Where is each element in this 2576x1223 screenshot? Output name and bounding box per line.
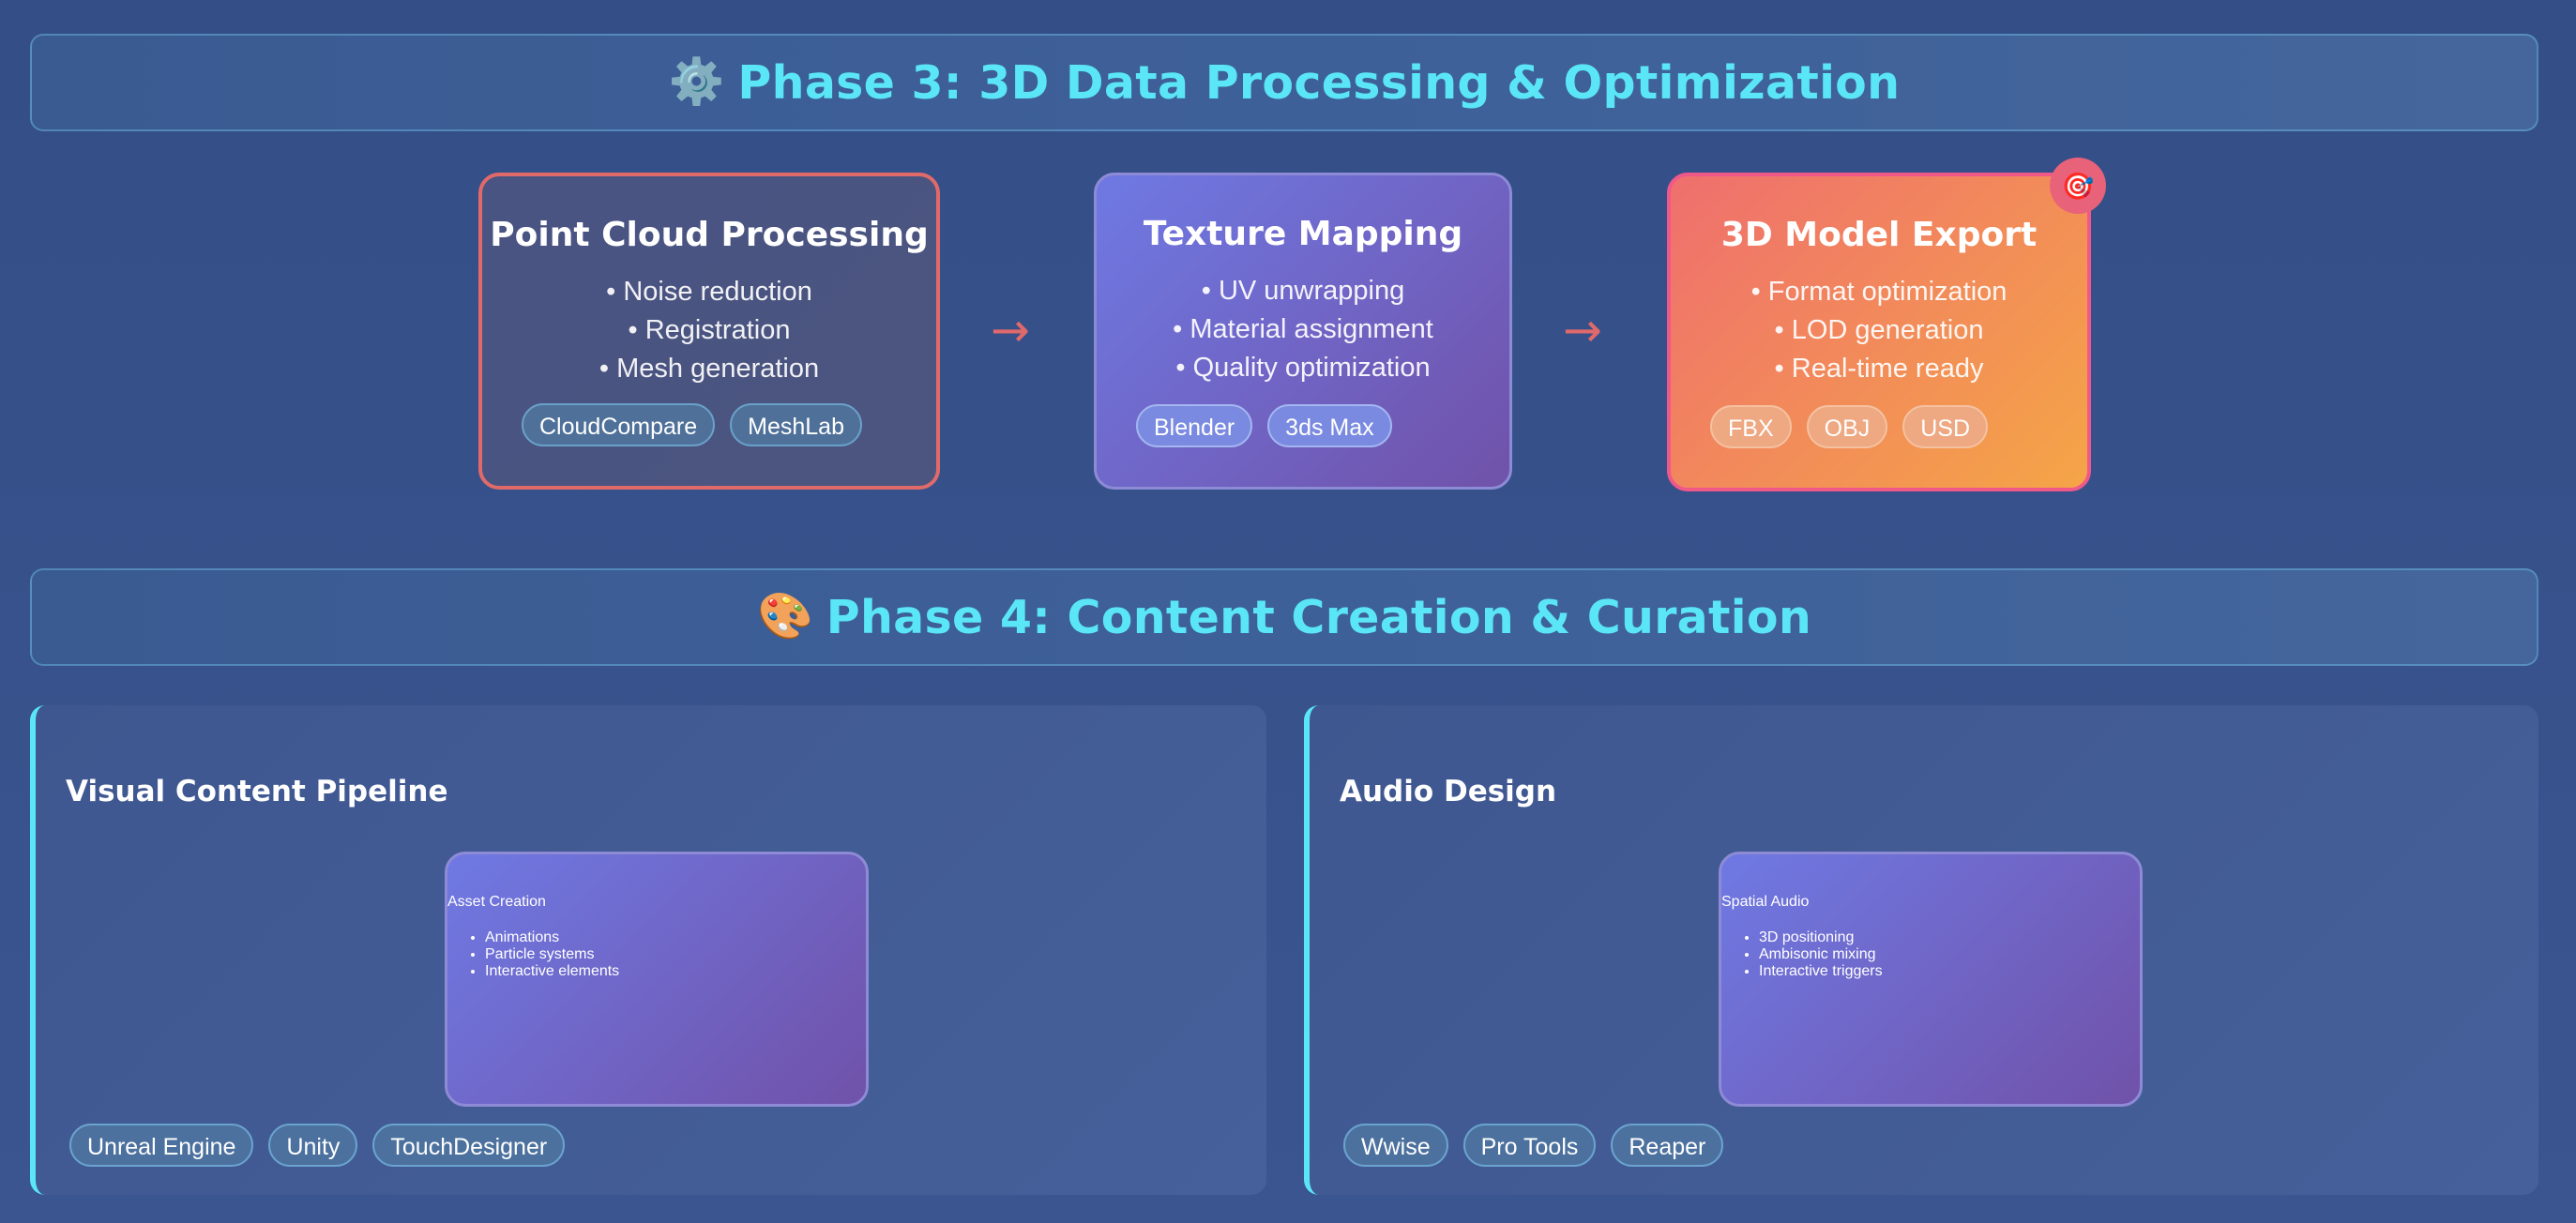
panel-title: Audio Design (1340, 775, 1557, 808)
list-item: UV unwrapping (1097, 272, 1509, 310)
arrow-right-icon: → (991, 303, 1030, 357)
tool-tag-meshlab[interactable]: MeshLab (730, 403, 862, 446)
tool-tags: Unreal Engine Unity TouchDesigner (69, 1124, 566, 1167)
palette-icon: 🎨 (756, 592, 813, 642)
list-item: Registration (482, 311, 936, 350)
point-cloud-processing-card: Point Cloud Processing Noise reduction R… (478, 173, 940, 490)
tool-tags: CloudCompare MeshLab (522, 403, 862, 446)
list-item: Interactive triggers (1759, 963, 2140, 980)
list-item: Particle systems (485, 946, 866, 963)
tool-tag-cloudcompare[interactable]: CloudCompare (522, 403, 716, 446)
list-item: Noise reduction (482, 273, 936, 311)
list-item: Animations (485, 929, 866, 946)
tool-tags: Wwise Pro Tools Reaper (1343, 1124, 1724, 1167)
list-item: LOD generation (1671, 311, 2087, 350)
tool-tag-pro-tools[interactable]: Pro Tools (1462, 1124, 1597, 1167)
feature-list: 3D positioning Ambisonic mixing Interact… (1721, 929, 2140, 980)
card-title: Spatial Audio (1721, 894, 1810, 910)
phase-3-title: Phase 3: 3D Data Processing & Optimizati… (737, 55, 1901, 110)
list-item: 3D positioning (1759, 929, 2140, 946)
phase-4-title: Phase 4: Content Creation & Curation (826, 590, 1812, 644)
list-item: Mesh generation (482, 350, 936, 388)
list-item: Interactive elements (485, 963, 866, 980)
list-item: Format optimization (1671, 273, 2087, 311)
texture-mapping-card: Texture Mapping UV unwrapping Material a… (1094, 173, 1512, 490)
tool-tag-unreal-engine[interactable]: Unreal Engine (69, 1124, 254, 1167)
gear-icon: ⚙️ (668, 57, 725, 107)
visual-content-pipeline-panel: Visual Content Pipeline Asset Creation A… (30, 705, 1266, 1195)
format-tag-fbx[interactable]: FBX (1710, 405, 1792, 448)
list-item: Ambisonic mixing (1759, 946, 2140, 963)
format-tags: FBX OBJ USD (1710, 405, 1989, 448)
tool-tags: Blender 3ds Max (1136, 404, 1392, 447)
tool-tag-3ds-max[interactable]: 3ds Max (1267, 404, 1392, 447)
phase-4-banner: 🎨 Phase 4: Content Creation & Curation (30, 568, 2538, 666)
tool-tag-unity[interactable]: Unity (268, 1124, 358, 1167)
spatial-audio-card: Spatial Audio 3D positioning Ambisonic m… (1719, 852, 2143, 1107)
format-tag-usd[interactable]: USD (1902, 405, 1989, 448)
tool-tag-wwise[interactable]: Wwise (1343, 1124, 1448, 1167)
list-item: Material assignment (1097, 310, 1509, 349)
target-icon: 🎯 (2050, 158, 2106, 214)
card-title: Texture Mapping (1143, 215, 1463, 253)
model-export-card: 🎯 3D Model Export Format optimization LO… (1667, 158, 2106, 491)
tool-tag-reaper[interactable]: Reaper (1611, 1124, 1724, 1167)
phase-3-banner: ⚙️ Phase 3: 3D Data Processing & Optimiz… (30, 34, 2538, 131)
list-item: Real-time ready (1671, 350, 2087, 388)
format-tag-obj[interactable]: OBJ (1806, 405, 1888, 448)
audio-design-panel: Audio Design Spatial Audio 3D positionin… (1304, 705, 2538, 1195)
tool-tag-touchdesigner[interactable]: TouchDesigner (372, 1124, 566, 1167)
card-title: 3D Model Export (1720, 216, 2038, 254)
panel-title: Visual Content Pipeline (66, 775, 448, 808)
feature-list: Noise reduction Registration Mesh genera… (482, 273, 936, 388)
list-item: Quality optimization (1097, 349, 1509, 387)
tool-tag-blender[interactable]: Blender (1136, 404, 1253, 447)
card-title: Asset Creation (447, 894, 546, 910)
feature-list: UV unwrapping Material assignment Qualit… (1097, 272, 1509, 387)
arrow-right-icon: → (1563, 303, 1602, 357)
asset-creation-card: Asset Creation Animations Particle syste… (445, 852, 869, 1107)
feature-list: Animations Particle systems Interactive … (447, 929, 866, 980)
feature-list: Format optimization LOD generation Real-… (1671, 273, 2087, 388)
card-title: Point Cloud Processing (490, 216, 929, 254)
target-emoji: 🎯 (2061, 171, 2095, 201)
